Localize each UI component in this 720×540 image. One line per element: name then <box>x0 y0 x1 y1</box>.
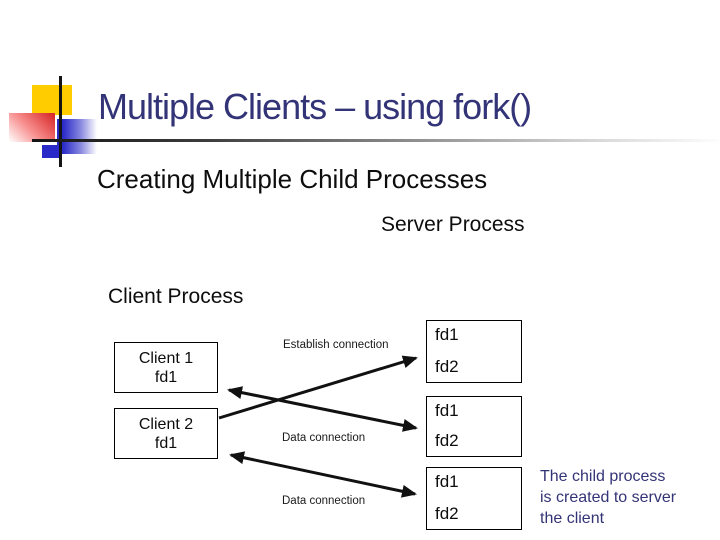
client-2-box: Client 2 fd1 <box>114 408 218 459</box>
note-line-1: The child process <box>540 468 666 485</box>
establish-connection-label: Establish connection <box>283 339 389 351</box>
accent-yellow-square <box>32 85 72 115</box>
slide-subtitle: Creating Multiple Child Processes <box>97 164 488 194</box>
data-connection-label-2: Data connection <box>282 495 366 507</box>
accent-blue-small-square <box>42 145 59 158</box>
server-box-1-fd1: fd1 <box>435 325 459 344</box>
title-divider-line <box>32 139 720 142</box>
client-1-fd: fd1 <box>154 368 178 386</box>
slide-title: Multiple Clients – using fork() <box>98 86 532 127</box>
data-connection-arrow-1 <box>227 386 418 432</box>
client-process-label: Client Process <box>108 285 244 308</box>
data-connection-label-1: Data connection <box>282 432 366 444</box>
client-2-name: Client 2 <box>138 415 194 433</box>
establish-connection-arrow <box>218 355 418 420</box>
server-box-2-fd2: fd2 <box>435 431 459 450</box>
client-1-name: Client 1 <box>138 349 194 367</box>
server-fd-box-2: fd1 fd2 <box>426 396 522 457</box>
accent-vertical-line <box>59 76 62 167</box>
server-fd-box-3: fd1 fd2 <box>426 467 522 530</box>
note-line-3: the client <box>540 510 605 527</box>
server-process-label: Server Process <box>381 213 525 236</box>
server-box-2-fd1: fd1 <box>435 401 459 420</box>
accent-blue-square <box>57 119 97 154</box>
data-connection-arrow-2 <box>229 451 417 498</box>
client-1-box: Client 1 fd1 <box>114 342 218 393</box>
server-fd-box-1: fd1 fd2 <box>426 320 522 383</box>
server-box-1-fd2: fd2 <box>435 357 459 376</box>
note-line-2: is created to server <box>540 489 677 506</box>
accent-red-square <box>9 113 55 142</box>
server-box-3-fd1: fd1 <box>435 472 459 491</box>
child-process-note: The child process is created to server t… <box>540 466 676 529</box>
client-2-fd: fd1 <box>154 434 178 452</box>
server-box-3-fd2: fd2 <box>435 504 459 523</box>
